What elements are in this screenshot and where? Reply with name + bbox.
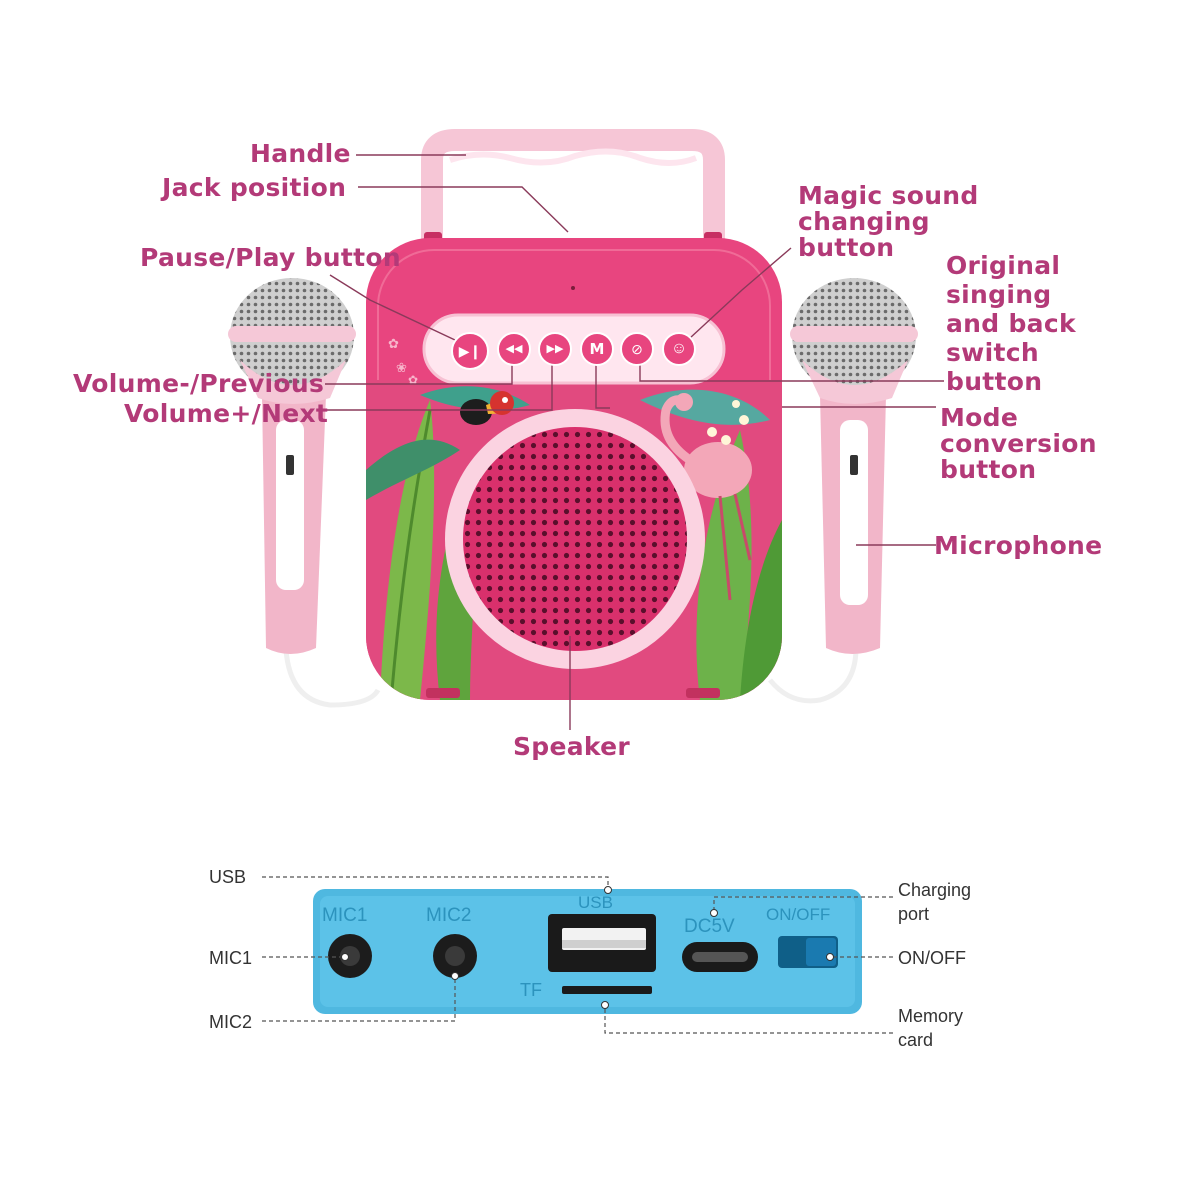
label-mode-line2: conversion: [940, 429, 1097, 458]
panel-label-memory-line1: Memory: [898, 1006, 964, 1026]
speaker-grille: [445, 409, 705, 669]
button-panel: [422, 313, 726, 385]
panel-printed-dc5v: DC5V: [684, 916, 735, 937]
label-microphone: Microphone: [934, 531, 1103, 560]
label-volume-next: Volume+/Next: [124, 399, 329, 428]
label-original-line3: and back: [946, 309, 1076, 338]
label-speaker: Speaker: [513, 732, 631, 761]
label-jack-position: Jack position: [162, 173, 347, 202]
panel-label-mic1: MIC1: [209, 948, 253, 968]
panel-label-charging-line2: port: [898, 904, 930, 924]
microphone-right: [768, 278, 918, 704]
label-mode-conversion: Mode conversion button: [940, 405, 1097, 483]
smile-icon: ☺: [662, 332, 696, 366]
label-pause-play: Pause/Play button: [140, 243, 401, 272]
label-original-line2: singing: [946, 280, 1052, 309]
label-original-line5: button: [946, 367, 1043, 396]
microphone-left: [228, 278, 381, 708]
svg-text:❀: ❀: [396, 360, 407, 375]
panel-printed-on-off: ON/OFF: [766, 905, 831, 924]
svg-text:✿: ✿: [388, 336, 399, 351]
label-volume-previous: Volume-/Previous: [73, 369, 325, 398]
panel-label-usb: USB: [209, 867, 247, 887]
play-pause-icon: ▶❙: [451, 332, 489, 370]
label-mode-line1: Mode: [940, 403, 1019, 432]
mode-m-icon: M: [580, 332, 614, 366]
label-magic-sound-line1: Magic sound: [798, 181, 979, 210]
label-mode-line3: button: [940, 455, 1037, 484]
panel-label-charging-port: Charging port: [898, 878, 971, 926]
panel-leader-lines: [262, 876, 893, 1034]
panel-label-on-off: ON/OFF: [898, 948, 966, 968]
panel-label-mic2: MIC2: [209, 1012, 253, 1032]
label-original-line4: switch: [946, 338, 1039, 367]
leader-lines: [325, 154, 944, 730]
original-switch-icon: ⊘: [620, 332, 654, 366]
label-original-line1: Original: [946, 251, 1061, 280]
panel-label-memory-card: Memory card: [898, 1004, 963, 1052]
label-handle: Handle: [250, 139, 351, 168]
panel-printed-mic1: MIC1: [322, 905, 368, 926]
panel-label-charging-line1: Charging: [898, 880, 972, 900]
panel-printed-mic2: MIC2: [426, 905, 472, 926]
svg-text:✿: ✿: [408, 373, 418, 387]
label-magic-sound-line3: button: [798, 233, 895, 262]
label-magic-sound-line2: changing: [798, 207, 930, 236]
label-original-singing: Original singing and back switch button: [946, 251, 1076, 396]
previous-icon: ◀◀: [497, 332, 531, 366]
panel-label-memory-line2: card: [898, 1030, 934, 1050]
next-icon: ▶▶: [538, 332, 572, 366]
panel-printed-tf: TF: [520, 980, 542, 1000]
panel-printed-usb: USB: [578, 893, 613, 912]
label-magic-sound: Magic sound changing button: [798, 183, 979, 261]
